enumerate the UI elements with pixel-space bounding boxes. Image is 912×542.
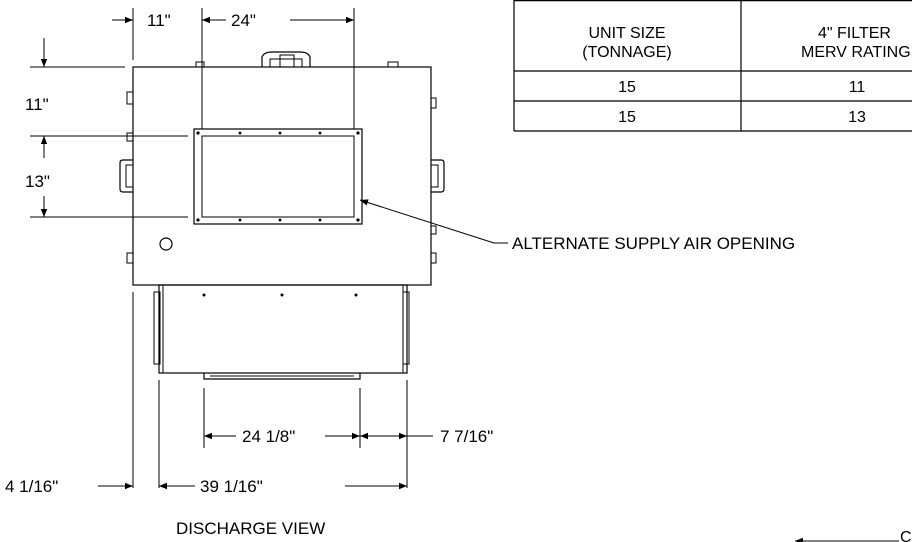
svg-text:24": 24" [231, 11, 256, 30]
dim-bottom-inner-width: 24 1/8" [204, 427, 360, 446]
dim-bottom-overall-width: 39 1/16" [159, 477, 407, 496]
dim-top-width: 24" [202, 11, 354, 30]
table-cell: 13 [848, 109, 866, 126]
extension-lines [30, 8, 408, 488]
dim-bottom-right-offset: 7 7/16" [360, 427, 493, 446]
dim-bottom-left-offset: 4 1/16" [5, 477, 133, 496]
svg-text:4 1/16": 4 1/16" [5, 477, 58, 496]
svg-text:ALTERNATE SUPPLY AIR OPENING: ALTERNATE SUPPLY AIR OPENING [512, 234, 795, 253]
dim-left-opening-height: 13" [25, 136, 50, 217]
supply-opening-callout: ALTERNATE SUPPLY AIR OPENING [359, 199, 795, 253]
svg-text:7 7/16": 7 7/16" [440, 427, 493, 446]
table-cell: 11 [849, 79, 866, 96]
table-header-tonnage: (TONNAGE) [582, 44, 671, 61]
dim-top-left-offset: 11" [112, 11, 171, 30]
svg-text:11": 11" [147, 11, 171, 30]
table-header-unit-size: UNIT SIZE [588, 25, 665, 42]
svg-text:13": 13" [25, 172, 50, 191]
filter-table: UNIT SIZE (TONNAGE) 4" FILTER MERV RATIN… [513, 0, 912, 132]
partial-callout: C [795, 529, 912, 542]
table-header-filter: 4" FILTER [818, 25, 891, 42]
table-cell: 15 [618, 109, 636, 126]
svg-text:39 1/16": 39 1/16" [200, 477, 263, 496]
svg-text:C: C [900, 529, 912, 542]
table-header-merv: MERV RATING [801, 44, 911, 61]
discharge-section [153, 284, 410, 380]
svg-text:11": 11" [25, 95, 49, 114]
svg-text:24 1/8": 24 1/8" [242, 427, 295, 446]
view-title: DISCHARGE VIEW [176, 519, 325, 538]
unit-outline [119, 51, 445, 297]
table-cell: 15 [618, 79, 636, 96]
alternate-supply-air-opening [193, 128, 363, 225]
dim-left-top-offset: 11" [25, 38, 49, 114]
